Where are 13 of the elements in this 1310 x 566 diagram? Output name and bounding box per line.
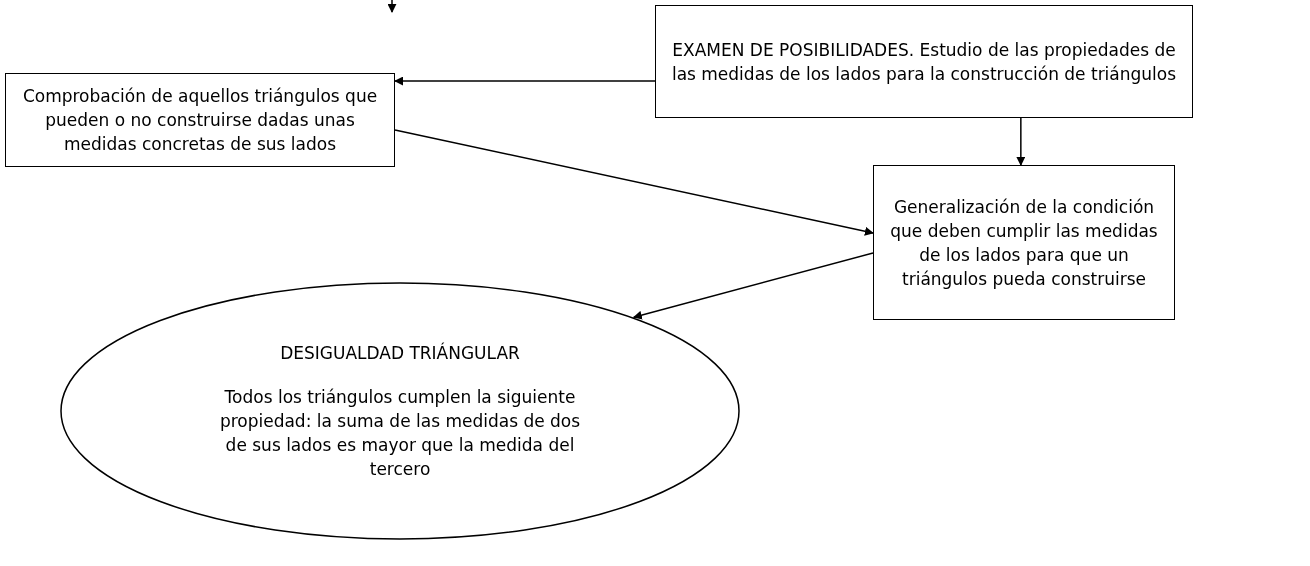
process-box — [873, 165, 1175, 320]
process-box — [5, 73, 395, 167]
process-box — [655, 5, 1193, 118]
arrow — [1016, 117, 1026, 166]
node-text: Generalización de la condición que deben cumplir las medidas de los lados para que un triángulos pueda construirse — [889, 195, 1159, 291]
node-text: Todos los triángulos cumplen la siguiente propiedad: la suma de las medidas de dos de sus lados es mayor que la medida del tercero — [218, 386, 582, 481]
ellipse-node — [60, 282, 740, 540]
arrow — [394, 129, 874, 236]
node-title: DESIGUALDAD TRIÁNGULAR — [280, 341, 520, 365]
arrow — [632, 252, 874, 320]
arrow — [394, 76, 656, 86]
node-text: EXAMEN DE POSIBILIDADES. Estudio de las propiedades de las medidas de los lados para la construcción de triángulos — [670, 38, 1178, 86]
node-text: Comprobación de aquellos triángulos que pueden o no construirse dadas unas medidas concretas de sus lados — [21, 85, 379, 156]
